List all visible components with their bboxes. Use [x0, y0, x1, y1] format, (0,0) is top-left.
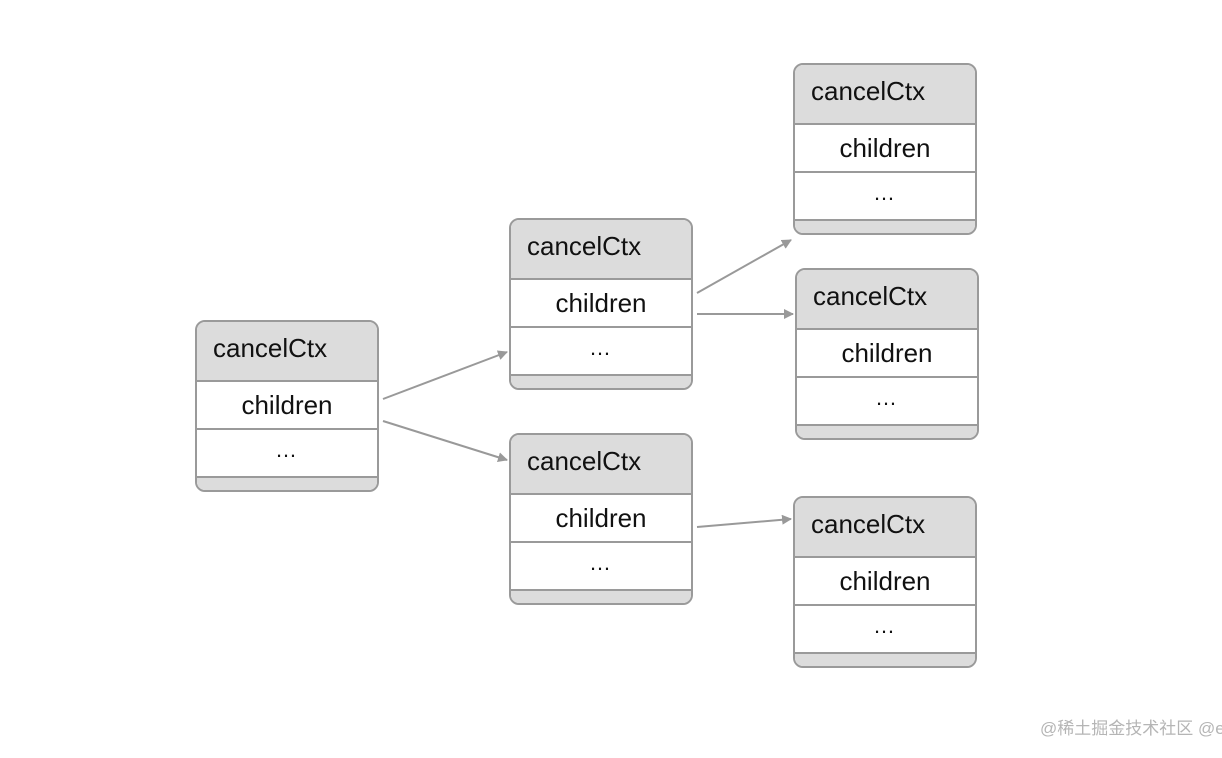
node-children-field: children — [797, 330, 977, 378]
cancelctx-node-root: cancelCtx children … — [195, 320, 379, 492]
cancelctx-node-right-3: cancelCtx children … — [793, 496, 977, 668]
node-footer — [197, 478, 377, 490]
watermark-text: @稀土掘金技术社区 @eddycjy — [1040, 719, 1222, 738]
node-header: cancelCtx — [797, 270, 977, 330]
node-ellipsis-field: … — [511, 328, 691, 376]
node-children-field: children — [511, 280, 691, 328]
cancelctx-node-mid-bottom: cancelCtx children … — [509, 433, 693, 605]
cancelctx-node-mid-top: cancelCtx children … — [509, 218, 693, 390]
node-children-field: children — [795, 125, 975, 173]
node-children-field: children — [795, 558, 975, 606]
node-ellipsis-field: … — [797, 378, 977, 426]
node-children-field: children — [197, 382, 377, 430]
node-header: cancelCtx — [511, 220, 691, 280]
node-header: cancelCtx — [197, 322, 377, 382]
cancelctx-node-right-1: cancelCtx children … — [793, 63, 977, 235]
cancelctx-node-right-2: cancelCtx children … — [795, 268, 979, 440]
node-ellipsis-field: … — [197, 430, 377, 478]
node-footer — [511, 591, 691, 603]
edge-root-to-mid-top — [382, 350, 508, 400]
edge-mid-top-to-right-1 — [696, 239, 792, 294]
edge-mid-bottom-to-right-3 — [696, 514, 792, 528]
node-footer — [795, 221, 975, 233]
node-footer — [511, 376, 691, 388]
node-children-field: children — [511, 495, 691, 543]
node-header: cancelCtx — [795, 498, 975, 558]
node-header: cancelCtx — [511, 435, 691, 495]
node-ellipsis-field: … — [795, 173, 975, 221]
node-header: cancelCtx — [795, 65, 975, 125]
node-footer — [797, 426, 977, 438]
edge-root-to-mid-bottom — [382, 420, 508, 463]
node-ellipsis-field: … — [795, 606, 975, 654]
node-ellipsis-field: … — [511, 543, 691, 591]
node-footer — [795, 654, 975, 666]
